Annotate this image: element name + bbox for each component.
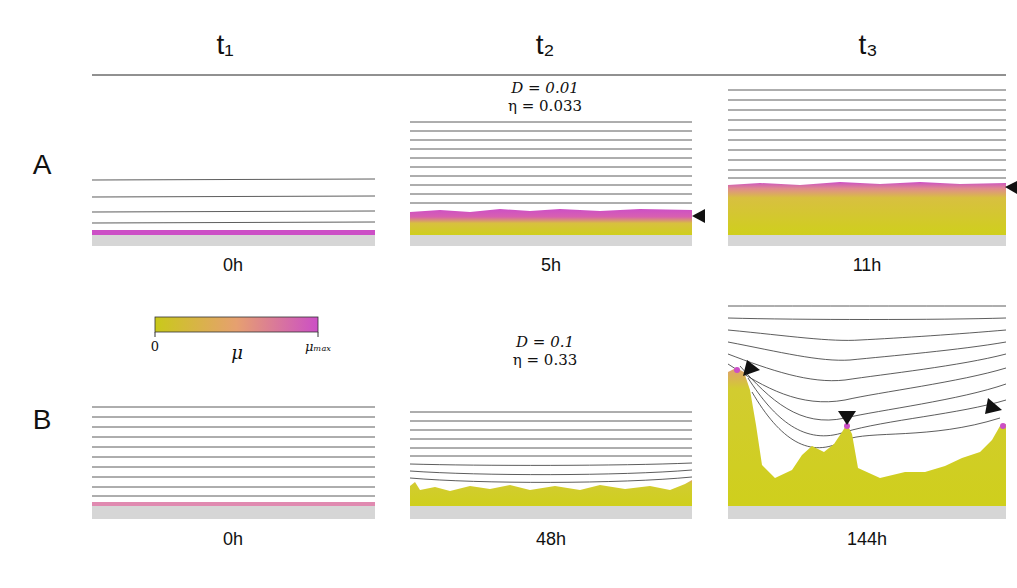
time-label: 48h [536,530,566,550]
parameter-value: η = 0.033 [508,98,582,115]
column-header: t₁ [216,30,233,61]
colorbar-label: μ [231,343,243,363]
parameter-value: η = 0.33 [513,352,578,369]
time-label: 5h [541,256,561,276]
time-label: 0h [223,530,243,550]
colorbar-tick: μₘₐₓ [305,340,331,354]
column-header: t₃ [858,30,877,61]
row-label: B [33,405,52,436]
row-label: A [33,150,52,181]
time-label: 144h [847,530,887,550]
colorbar-tick: 0 [151,340,159,354]
parameter-value: D = 0.1 [516,334,574,351]
time-label: 0h [223,256,243,276]
column-header: t₂ [536,30,555,61]
time-label: 11h [853,256,882,276]
parameter-value: D = 0.01 [511,80,579,97]
